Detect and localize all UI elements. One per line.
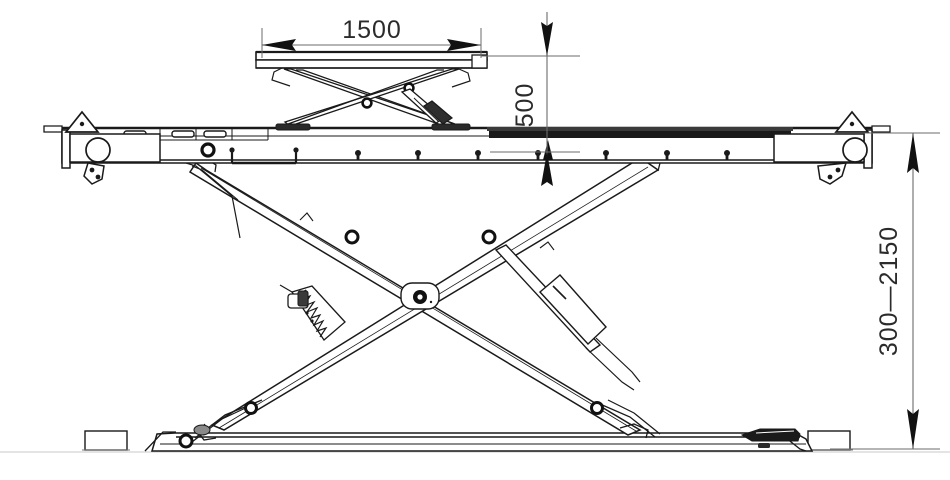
deck-slot-3 [203,130,227,138]
dimension-annotations: 1500 500 300—2150 [261,12,940,450]
ground-base-group [0,428,950,453]
dimension-label-500: 500 [511,83,539,128]
dimension-label-300-2150: 300—2150 [875,226,903,356]
secondary-lower-mount-right [431,123,471,131]
secondary-scissor-deck [255,50,488,69]
under-deck-bracket-bar [229,147,299,165]
center-main-pivot [400,282,440,310]
base-frame-rail [144,431,814,452]
dimension-label-1500: 1500 [342,16,402,44]
right-end-lower-hook [817,162,848,185]
main-hydraulic-cylinder-right [494,244,641,391]
underside-bolt-row [355,150,730,160]
lower-right-link-cluster [599,399,661,438]
dimension-main-height-range: 300—2150 [830,132,940,450]
deck-right-end-assembly [773,110,891,185]
underside-bolt-4 [415,150,421,160]
underside-bolt-8 [664,150,670,160]
right-approach-block [805,430,853,451]
dim-arrow-right [447,39,481,51]
secondary-scissor-assembly [255,50,488,131]
secondary-arm-b2 [287,69,444,125]
deck-dark-band-edge [487,127,793,131]
dim-arrow-top [907,133,919,173]
secondary-hydraulic-cylinder [400,88,453,125]
underside-bolt-7 [603,150,609,160]
base-roller-left-pin [178,433,194,449]
lower-left-base-pin [244,401,258,415]
dim-arrow-left [262,39,296,51]
right-end-roller [842,137,868,163]
secondary-center-pin [361,97,373,109]
safety-lock-rack [279,284,346,341]
dim-arrow-bottom [541,152,553,186]
left-end-roller [85,137,111,163]
dimension-secondary-height: 500 [481,12,580,186]
inner-link-arm-left [185,162,241,239]
dim-arrow-bottom [907,409,919,449]
left-end-lower-hook [83,162,105,185]
underside-bolt-5 [475,150,481,160]
deck-dark-band [489,129,791,138]
deck-slot-2 [171,130,195,138]
secondary-arm-a2 [296,69,456,125]
right-base-end-fitting [740,428,807,452]
deck-left-end-assembly [43,110,161,185]
upper-left-arm-pin [344,229,360,245]
dim-arrow-top [541,22,553,56]
main-runway-deck [43,110,891,185]
deck-pin-left [200,142,216,158]
dimension-platform-width: 1500 [261,16,482,58]
lower-right-base-pin [590,401,604,415]
right-corner-gusset [834,110,870,133]
upper-right-arm-pin [481,229,497,245]
underside-bolt-3 [355,150,361,160]
underside-bolt-9 [724,150,730,160]
left-corner-gusset [64,110,100,133]
deck-center-marker [543,140,553,160]
left-approach-block [82,430,130,451]
secondary-lower-mount-left [275,123,311,131]
